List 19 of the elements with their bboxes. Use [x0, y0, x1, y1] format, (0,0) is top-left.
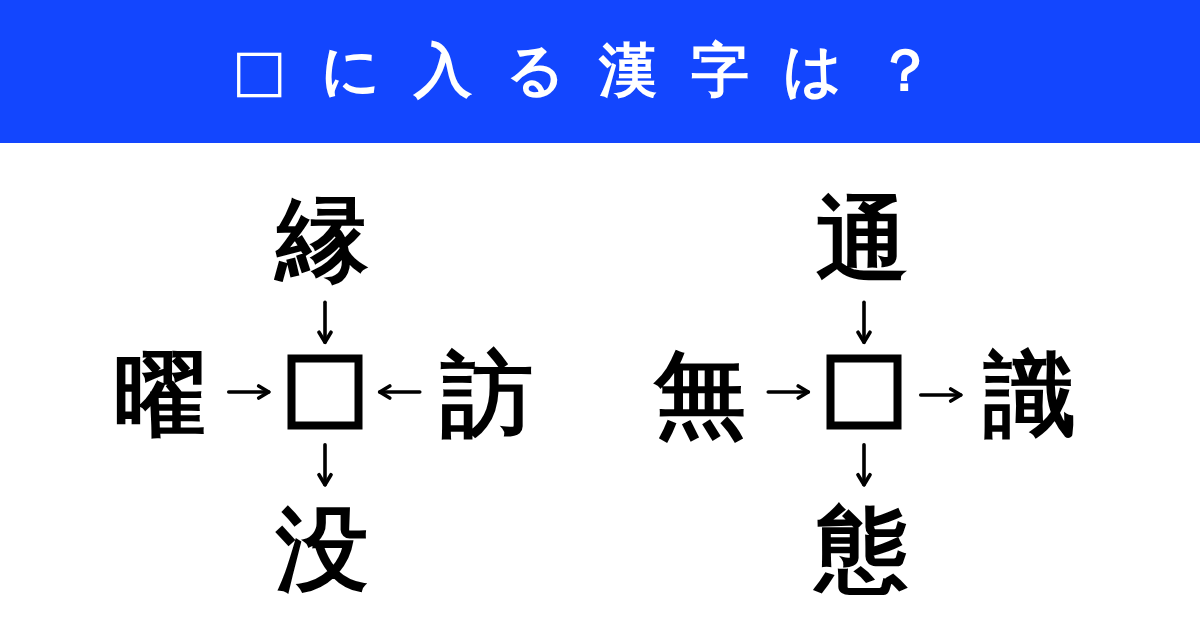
- kanji-character: 訪: [437, 345, 537, 445]
- arrow: [317, 300, 333, 345]
- kanji-character: 態: [812, 500, 912, 600]
- arrow: [856, 442, 872, 487]
- arrow: [377, 384, 422, 400]
- kanji-character: 曜: [110, 345, 210, 445]
- blank-square: [287, 354, 363, 430]
- kanji-character: 通: [812, 190, 912, 290]
- kanji-character: 識: [980, 345, 1080, 445]
- arrow: [317, 442, 333, 487]
- kanji-character: 没: [272, 500, 372, 600]
- arrow: [766, 384, 811, 400]
- title-text: □に入る漢字は？: [232, 39, 968, 103]
- kanji-character: 縁: [272, 190, 372, 290]
- arrow: [918, 387, 963, 403]
- arrow: [226, 384, 271, 400]
- arrow: [856, 300, 872, 345]
- kanji-character: 無: [650, 345, 750, 445]
- blank-square: [826, 354, 902, 430]
